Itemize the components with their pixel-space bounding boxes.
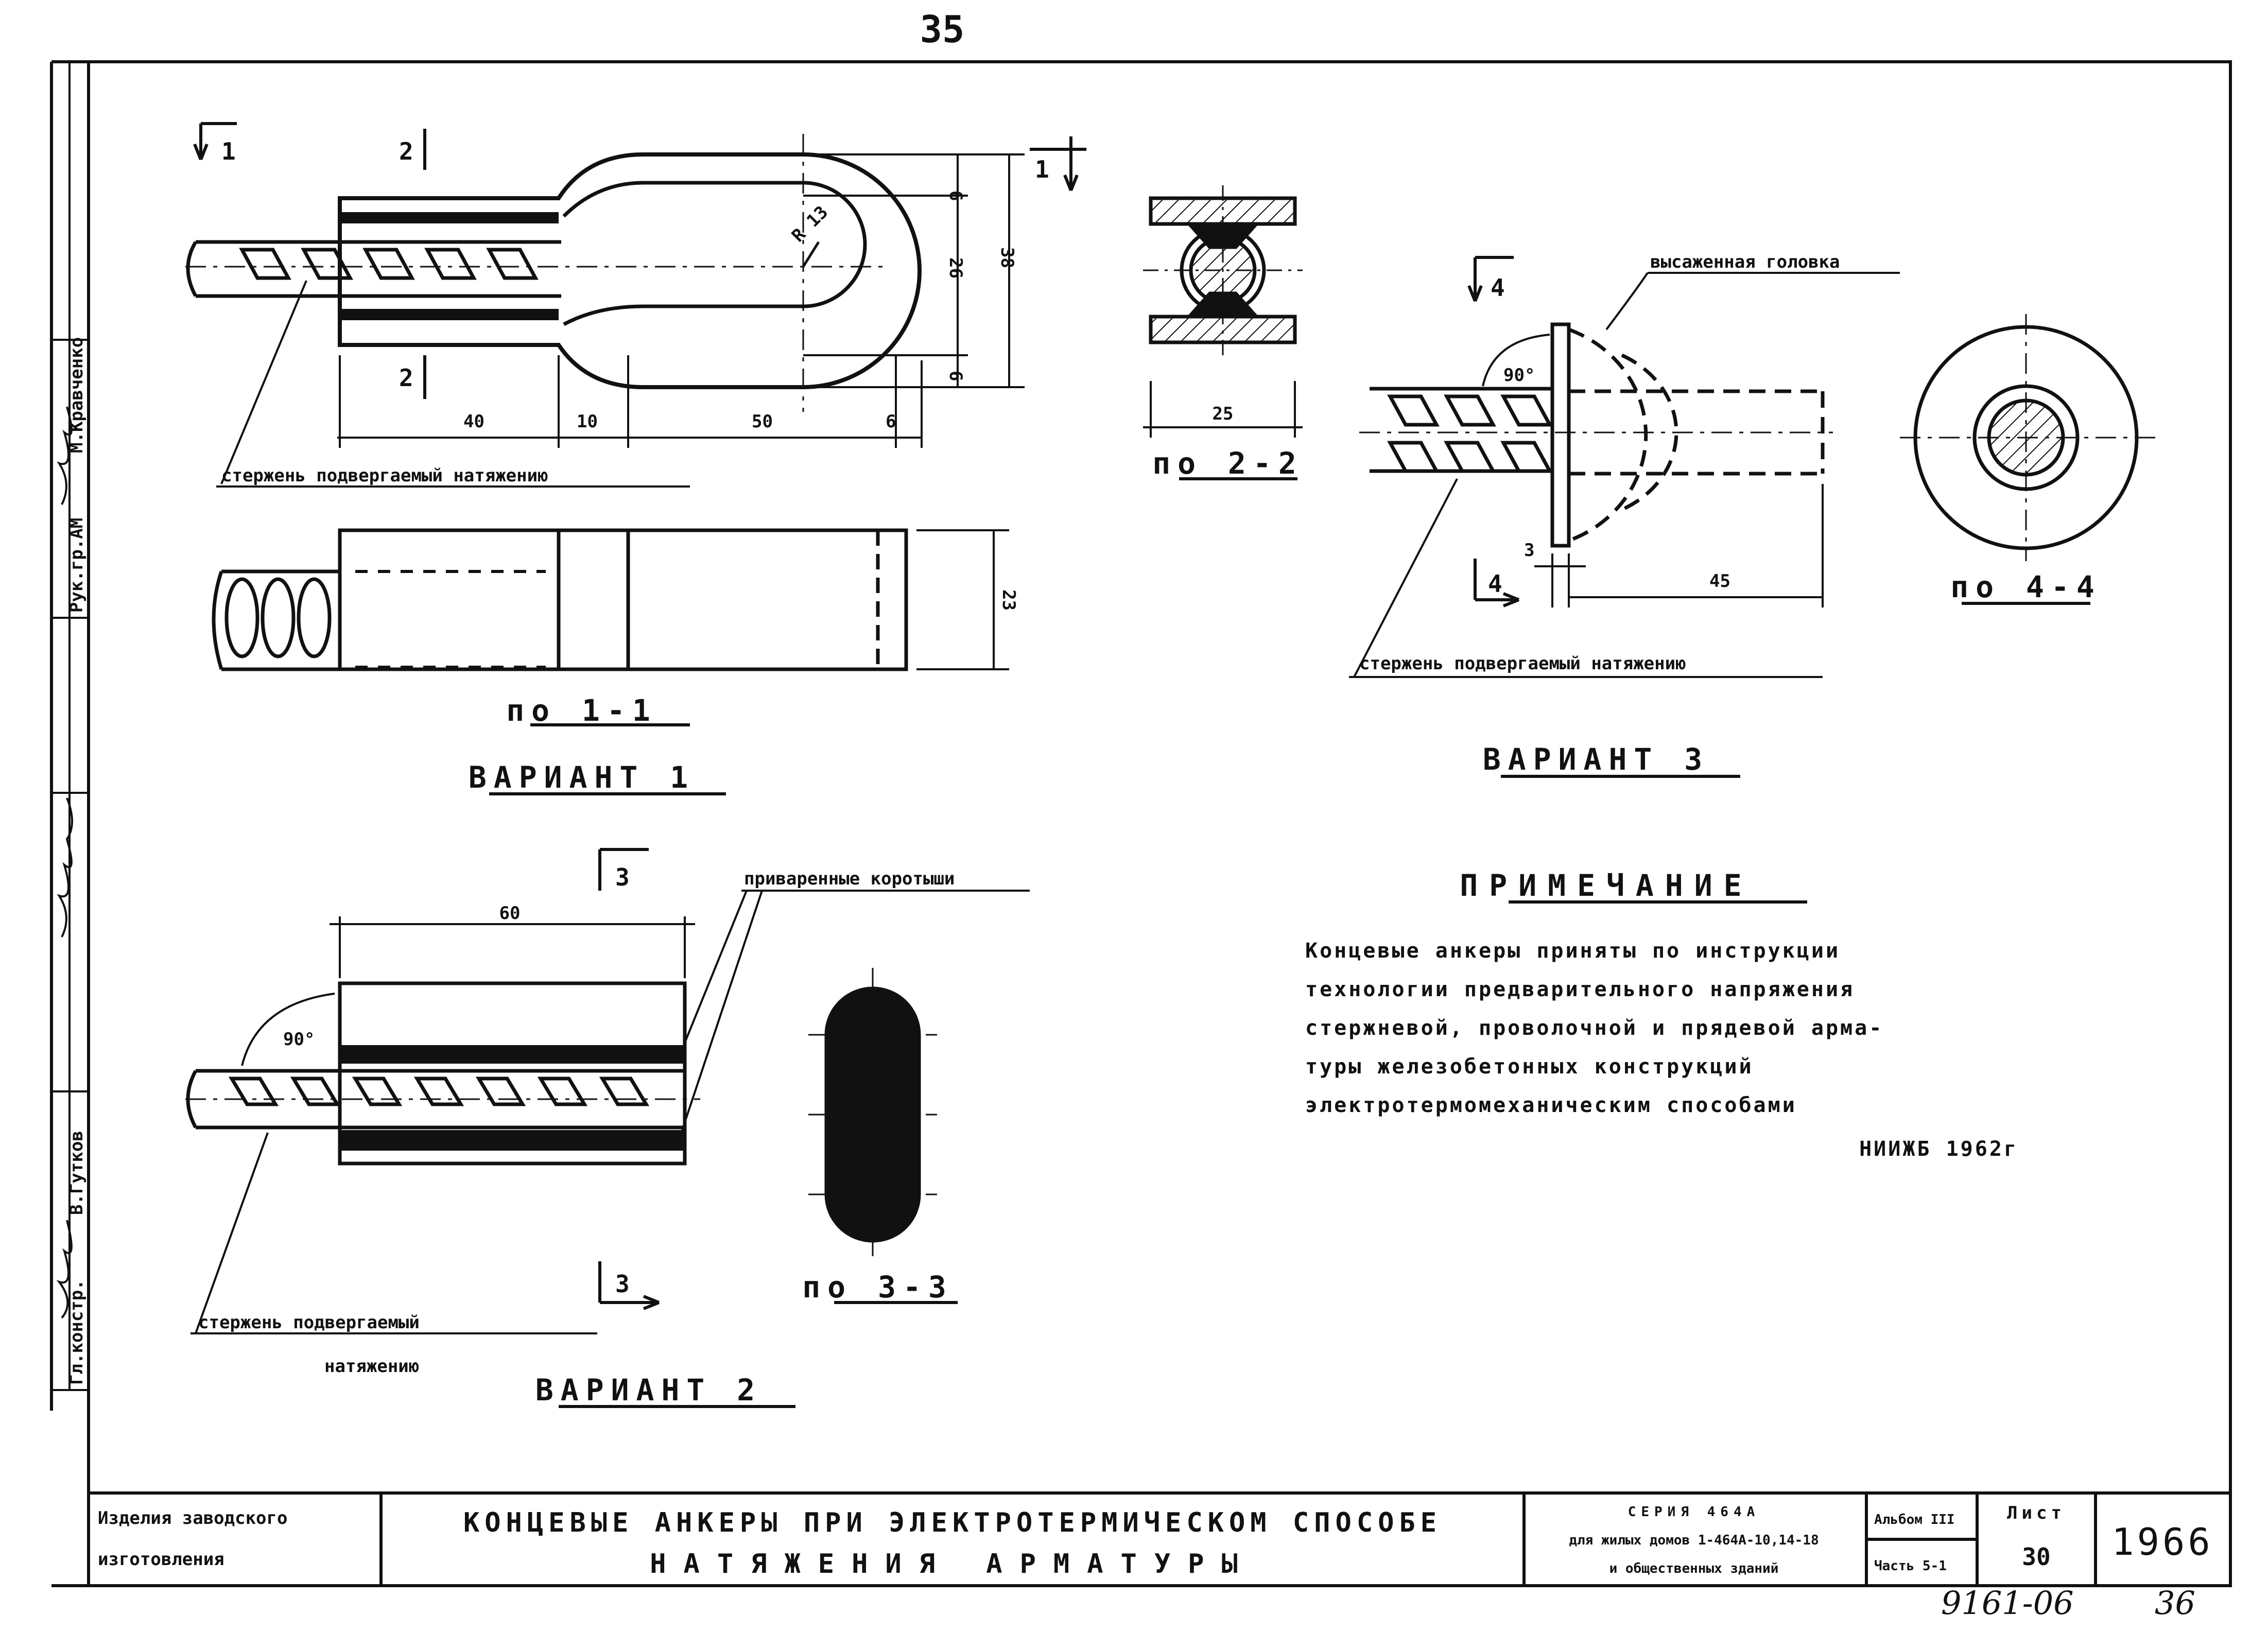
rod-leader-3	[1353, 478, 1458, 678]
variant-1-plan	[185, 134, 922, 412]
cut-4-bottom-label: 4	[1488, 570, 1502, 598]
dim-6-bottom: 6	[945, 371, 966, 381]
variant-1-title: ВАРИАНТ 1	[469, 760, 695, 795]
upset-leader	[1605, 272, 1649, 331]
cut-mark-4	[1467, 256, 1520, 607]
footer-handwritten-code: 9161-06	[1941, 1584, 2074, 1622]
note-line-2: технологии предварительного напряжения	[1305, 978, 1855, 1001]
rod-label-2a: стержень подвергаемый	[198, 1312, 420, 1333]
note-line-4: туры железобетонных конструкций	[1305, 1055, 1754, 1079]
upset-label: высаженная головка	[1650, 252, 1840, 272]
variant-2-plan	[185, 916, 700, 1166]
dim-10: 10	[577, 411, 598, 432]
dim-25: 25	[1213, 404, 1234, 424]
variant-2-angle: 90°	[283, 1029, 315, 1050]
variant-1-rebar	[186, 240, 561, 298]
cut-1-left-label: 1	[221, 137, 236, 165]
dim-6-top: 6	[945, 190, 966, 201]
cut-2-bottom-label: 2	[399, 364, 413, 392]
tb-album: Альбом III	[1874, 1512, 1955, 1527]
page-number-top: 35	[920, 8, 965, 51]
title-block-grid	[379, 1493, 2097, 1586]
rod-leader-1	[220, 280, 307, 484]
variant-3-angle: 90°	[1503, 365, 1535, 386]
section-4-4-label: по 4-4	[1950, 569, 2102, 604]
radius-line	[802, 241, 820, 268]
dim-60: 60	[499, 903, 521, 924]
section-2-2-label: по 2-2	[1152, 446, 1304, 481]
welded-leaders	[679, 890, 1030, 1138]
footer-page-number: 36	[2155, 1584, 2195, 1622]
variant-3-title: ВАРИАНТ 3	[1483, 742, 1709, 777]
dim-50: 50	[752, 411, 773, 432]
dim-6: 6	[886, 411, 896, 432]
cut-mark-3	[598, 848, 660, 1310]
tb-main-2: НАТЯЖЕНИЯ АРМАТУРЫ	[650, 1549, 1255, 1579]
tb-main-1: КОНЦЕВЫЕ АНКЕРЫ ПРИ ЭЛЕКТРОТЕРМИЧЕСКОМ С…	[463, 1507, 1442, 1538]
sheet-frame	[50, 60, 2232, 1587]
cut-mark-1	[193, 122, 1086, 192]
stamp-rukgram: Рук.гр.АМ	[66, 518, 87, 613]
cut-2-top-label: 2	[399, 137, 413, 165]
note-line-3: стержневой, проволочной и прядевой арма-	[1305, 1016, 1883, 1040]
section-3-3-view	[808, 968, 937, 1256]
side-stamp	[51, 62, 89, 1391]
rod-label-1: стержень подвергаемый натяжению	[221, 465, 548, 486]
note-line-5: электротермомеханическим способами	[1305, 1093, 1797, 1117]
section-1-1-label: по 1-1	[506, 693, 657, 728]
rod-leader-2	[195, 1132, 269, 1334]
dim-40: 40	[463, 411, 484, 432]
dim-45: 45	[1709, 571, 1730, 592]
note-line-1: Концевые анкеры приняты по инструкции	[1305, 939, 1840, 963]
signature-marks	[56, 406, 73, 1319]
rod-label-3: стержень подвергаемый натяжению	[1359, 653, 1686, 674]
tb-sheet-no: 30	[2022, 1543, 2050, 1571]
variant-1-dimensions	[337, 153, 1025, 448]
tb-year: 1966	[2111, 1520, 2213, 1564]
stamp-gutkov: В.Гутков	[66, 1131, 87, 1215]
dim-26: 26	[945, 257, 966, 279]
tb-left-1: Изделия заводского	[98, 1508, 287, 1529]
welded-label: приваренные коротыши	[744, 869, 955, 889]
tb-sheet-label: Лист	[2007, 1503, 2066, 1523]
tb-series-2: для жилых домов 1-464А-10,14-18	[1569, 1533, 1819, 1548]
cut-1-right-label: 1	[1035, 155, 1049, 183]
tb-left-2: изготовления	[98, 1549, 224, 1570]
note-heading: ПРИМЕЧАНИЕ	[1460, 868, 1753, 903]
tb-series-3: и общественных зданий	[1609, 1561, 1779, 1576]
dim-3: 3	[1524, 540, 1534, 561]
variant-2-title: ВАРИАНТ 2	[535, 1373, 762, 1408]
section-3-3-label: по 3-3	[802, 1270, 954, 1305]
tb-series-1: СЕРИЯ 464А	[1628, 1504, 1760, 1520]
dim-38: 38	[997, 247, 1017, 268]
dim-23: 23	[998, 589, 1019, 611]
cut-4-top-label: 4	[1491, 274, 1505, 302]
section-1-1-view	[212, 528, 1009, 671]
note-source: НИИЖБ 1962г	[1859, 1137, 2018, 1161]
tb-part: Часть 5-1	[1874, 1558, 1947, 1574]
variant-3-plan	[1359, 322, 1833, 548]
radius-label: R 13	[788, 202, 832, 246]
section-4-4-view	[1900, 314, 2157, 561]
stamp-gl-konstr: Гл.констр.	[66, 1279, 87, 1385]
section-2-2-view	[1143, 185, 1303, 438]
variant-3-dimensions	[1534, 484, 1824, 607]
cut-3-bottom-label: 3	[615, 1270, 630, 1298]
cut-3-top-label: 3	[615, 863, 630, 891]
rod-label-2b: натяжению	[324, 1356, 419, 1377]
